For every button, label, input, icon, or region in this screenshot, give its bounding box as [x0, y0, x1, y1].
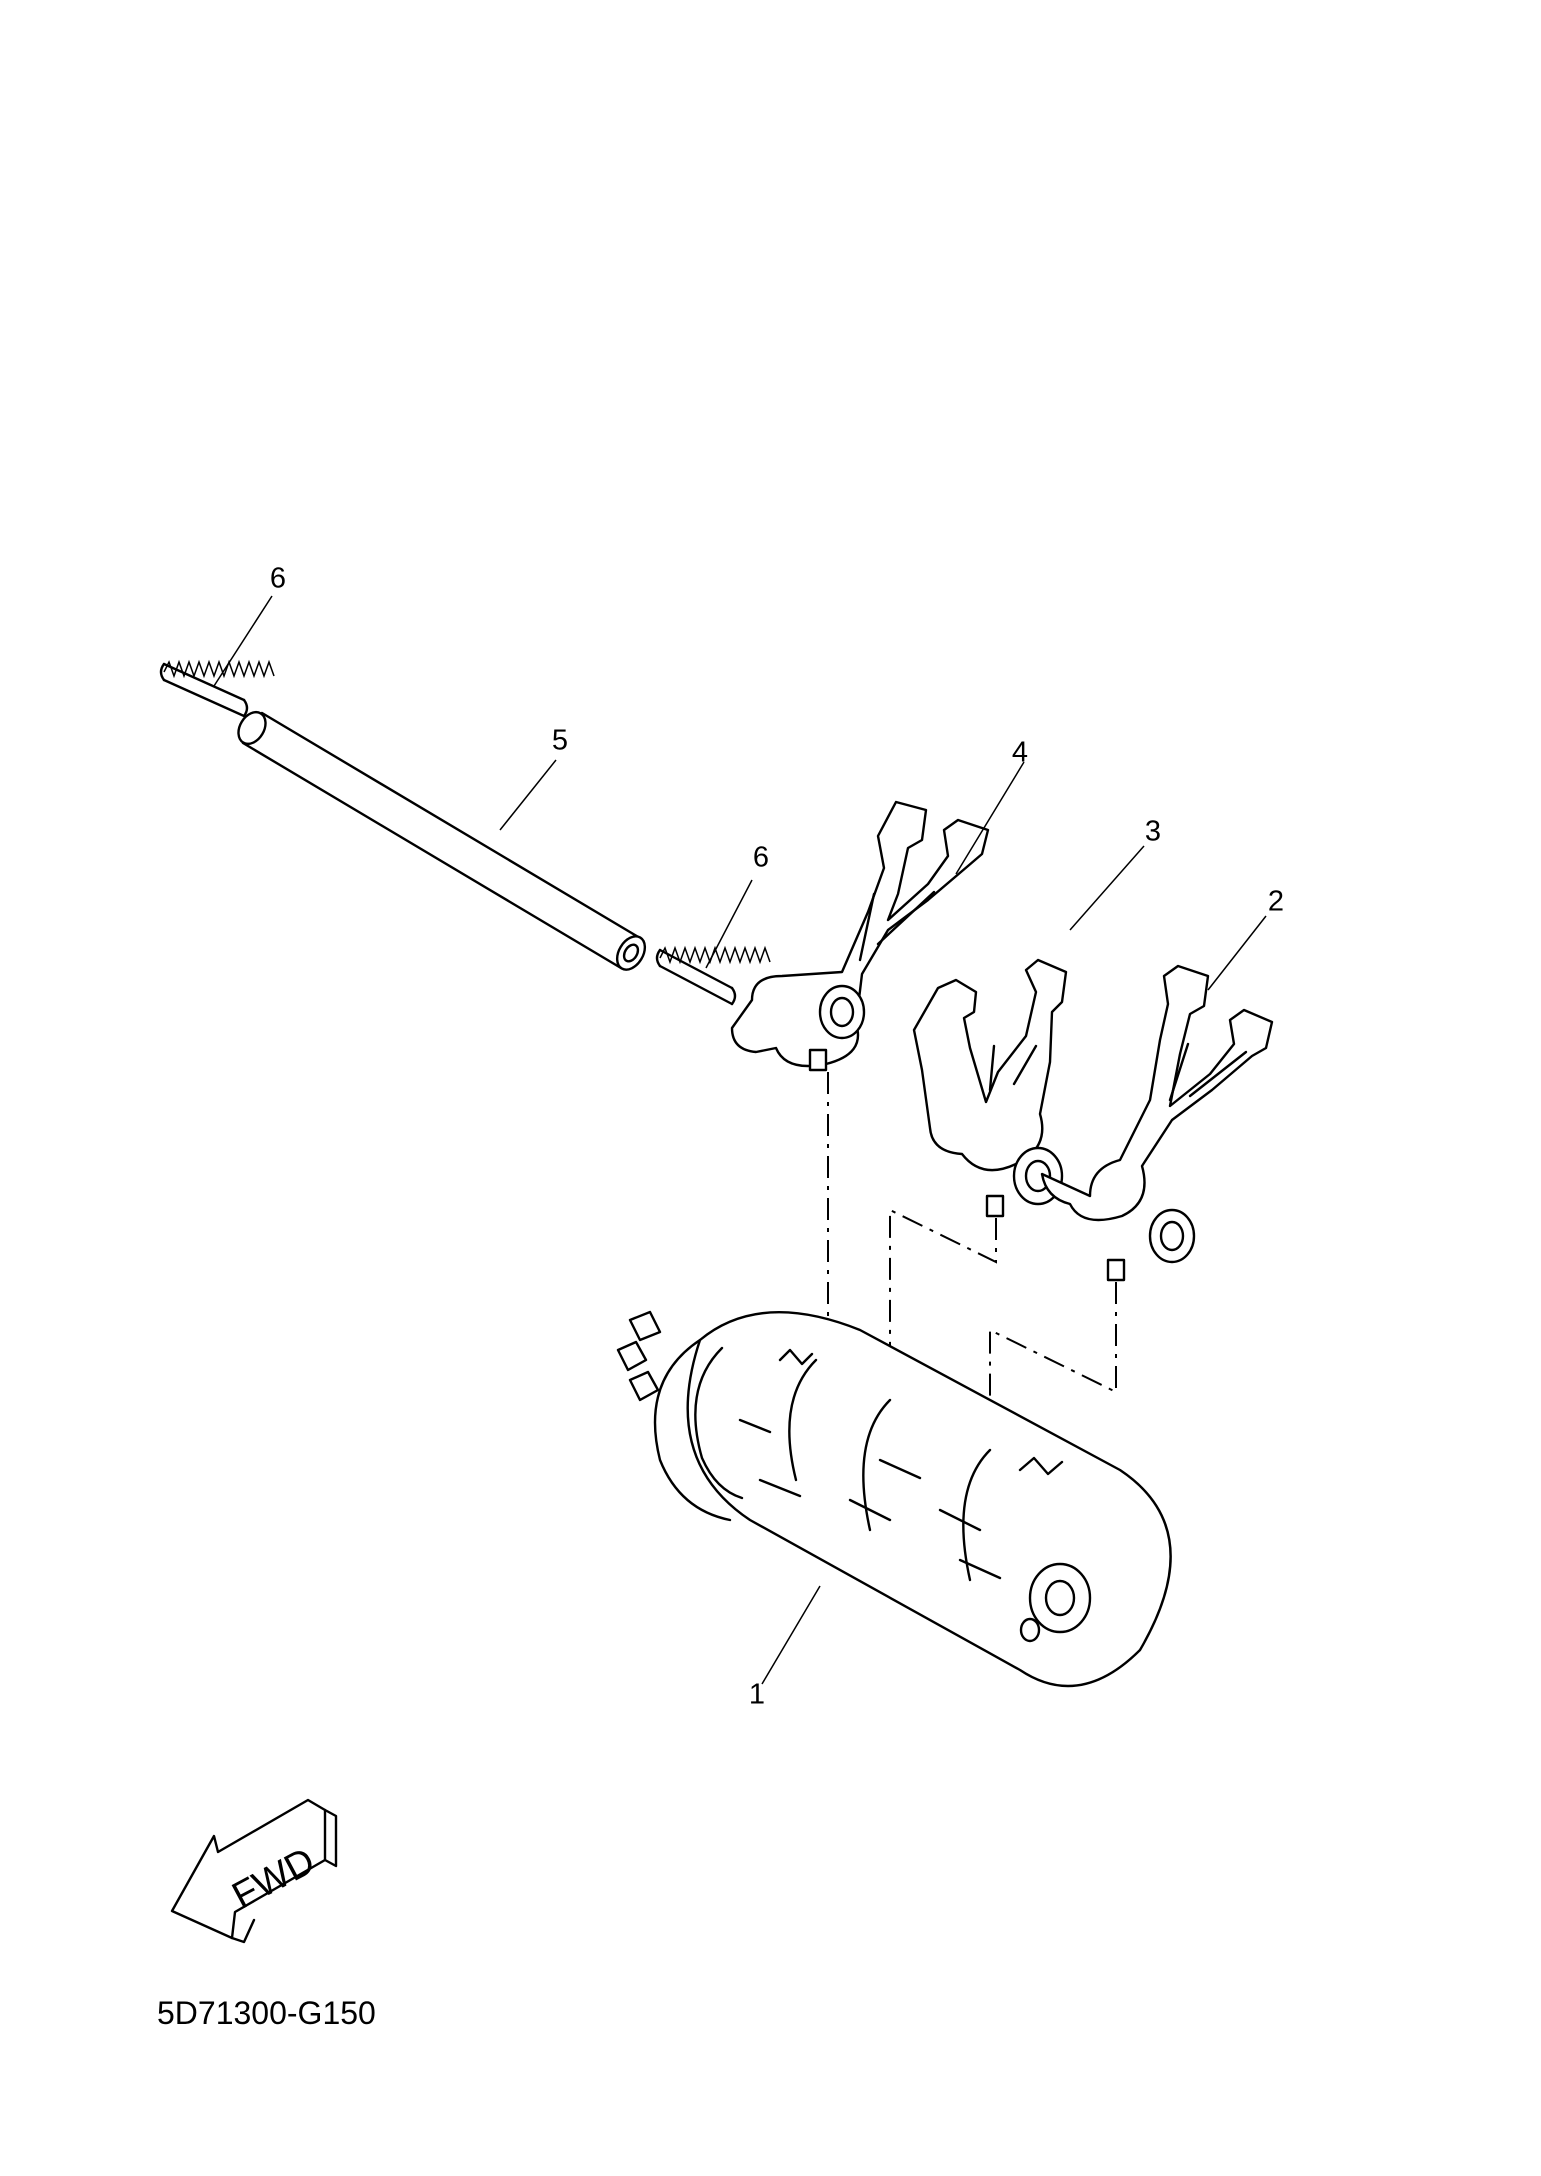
shift-fork-4	[730, 800, 990, 1072]
spring-6-upper	[159, 659, 275, 718]
callout-4: 4	[1011, 736, 1029, 769]
leader-lines	[213, 595, 1267, 1685]
spring-6-lower	[655, 945, 771, 1006]
shift-drum-1	[616, 1310, 1172, 1688]
callout-3: 3	[1144, 815, 1162, 848]
callout-1: 1	[748, 1678, 766, 1711]
diagram-code: 5D71300-G150	[157, 1995, 376, 2031]
shift-fork-2	[1040, 964, 1274, 1282]
fwd-direction-arrow: FWD	[170, 1798, 338, 1944]
callout-6-lower: 6	[752, 841, 770, 874]
callout-5: 5	[551, 724, 569, 757]
callout-2: 2	[1267, 885, 1285, 918]
shift-fork-shaft-5	[237, 710, 647, 971]
callout-6-upper: 6	[269, 562, 287, 595]
